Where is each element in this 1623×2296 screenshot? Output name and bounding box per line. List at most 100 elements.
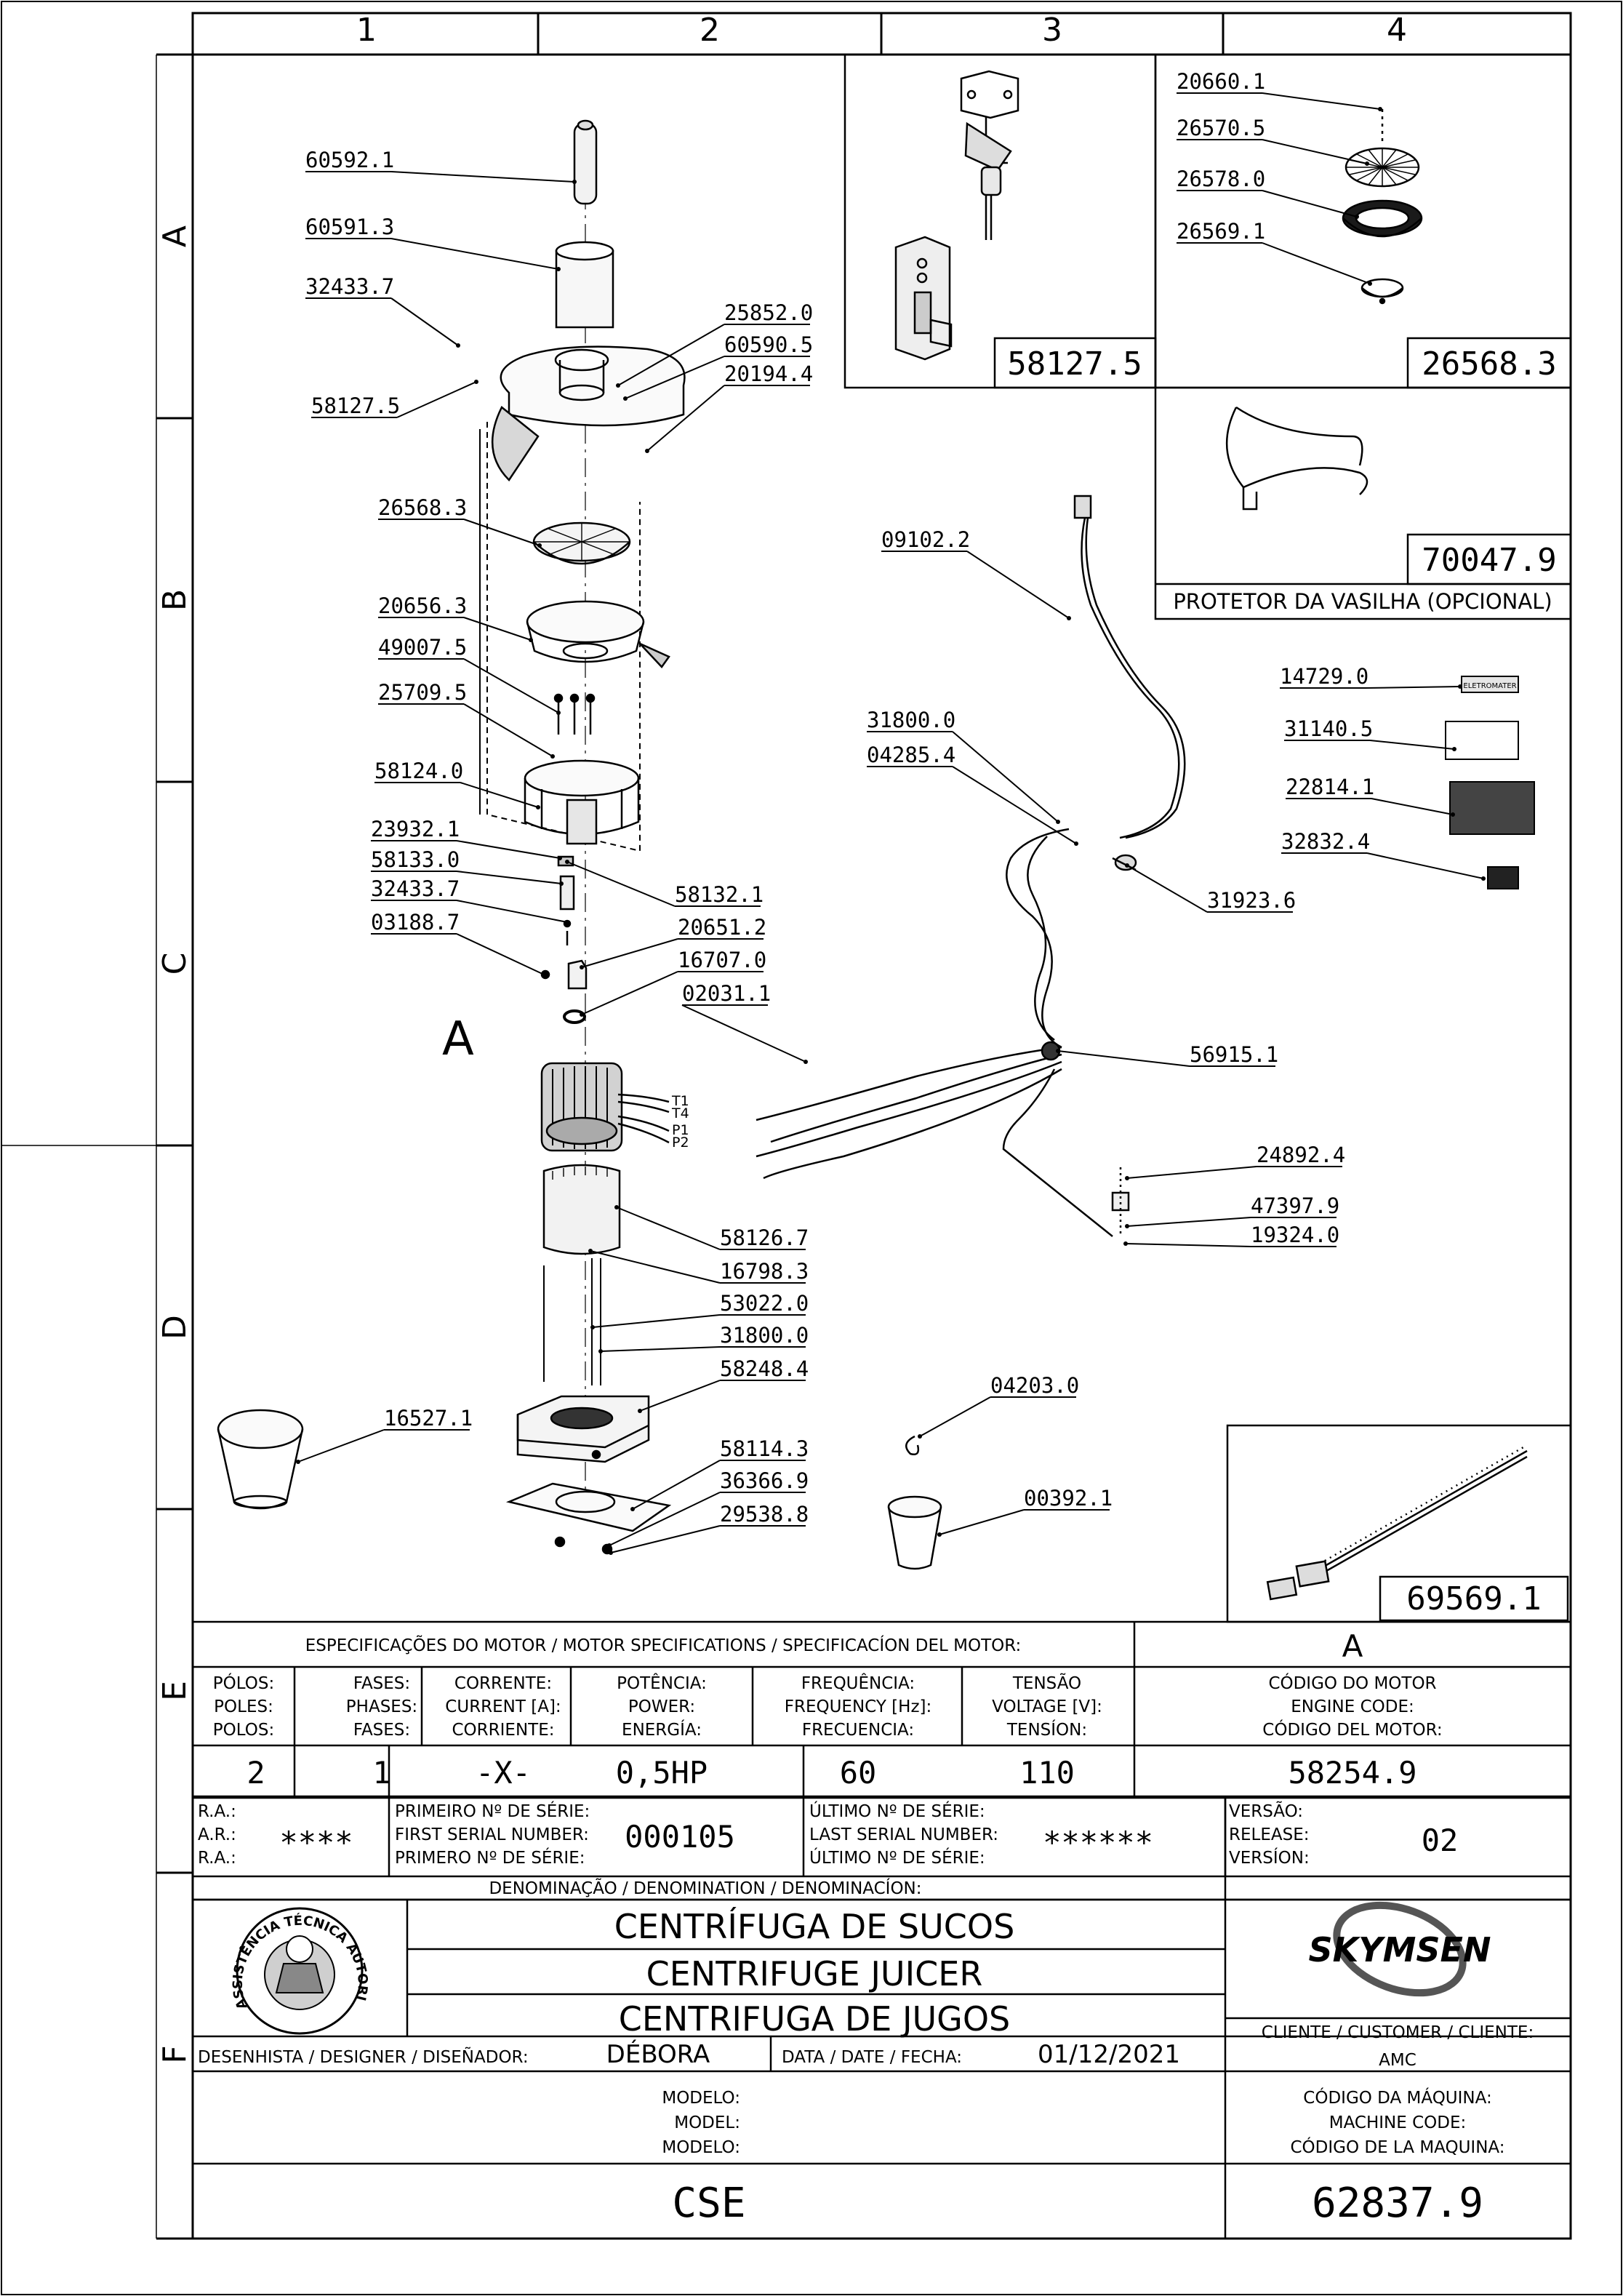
callout-arrowhead (537, 543, 542, 548)
spec-header-voltage-2: VOLTAGE [V]: (992, 1697, 1102, 1716)
spec-header-phases-3: FASES: (353, 1721, 410, 1740)
protector-illustration (1225, 406, 1368, 511)
part-callout-20656-3: 20656.3 (378, 593, 467, 618)
callout-arrowhead (1125, 1224, 1129, 1228)
part-callout-25709-5: 25709.5 (378, 680, 467, 705)
callout-leader (1057, 1050, 1190, 1067)
spec-header-power-3: ENERGÍA: (622, 1719, 702, 1740)
callout-arrowhead (1125, 863, 1129, 868)
machine-code-label-3: CÓDIGO DE LA MAQUINA: (1290, 2137, 1504, 2157)
svg-text:SKYMSEN: SKYMSEN (1309, 1930, 1491, 1969)
callout-arrowhead (542, 972, 546, 977)
callout-arrowhead (623, 396, 628, 401)
callout-leader (617, 324, 725, 386)
grid-row-E: E (156, 1681, 193, 1701)
authorized-service-seal: ASSISTÊNCIA TÉCNICA AUTORIZADA (0, 0, 370, 2035)
spec-header-frequency-2: FREQUENCY [Hz]: (785, 1697, 932, 1716)
callout-arrowhead (1458, 684, 1462, 689)
part-callout-25852-0: 25852.0 (724, 300, 813, 325)
part-callout-60592-1: 60592.1 (305, 148, 394, 172)
grid-row-C: C (156, 953, 193, 975)
callout-leader (1262, 139, 1368, 164)
callout-arrowhead (1355, 215, 1359, 219)
part-callout-32832-4: 32832.4 (1281, 829, 1370, 854)
juicer-exploded-view (217, 119, 942, 1570)
first-serial-value: 000105 (625, 1819, 735, 1855)
callout-arrowhead (559, 881, 564, 886)
callout-arrowhead (556, 711, 561, 715)
callout-arrowhead (1056, 820, 1060, 824)
callout-arrowhead (580, 1012, 584, 1017)
part-callout-03188-7: 03188.7 (371, 910, 460, 935)
wire-label-p2: P2 (672, 1135, 689, 1151)
callout-arrowhead (638, 1409, 642, 1413)
version-label-3: VERSÍON: (1229, 1847, 1310, 1868)
part-callout-58248-4: 58248.4 (720, 1356, 809, 1381)
callout-arrowhead (1123, 1241, 1128, 1246)
part-callout-16527-1: 16527.1 (384, 1406, 473, 1431)
svg-text:ASSISTÊNCIA TÉCNICA AUTORIZADA: ASSISTÊNCIA TÉCNICA AUTORIZADA (0, 0, 370, 2012)
part-callout-29538-8: 29538.8 (720, 1502, 809, 1527)
part-callout-32433-7a: 32433.7 (305, 274, 394, 299)
callout-leader (919, 1396, 991, 1437)
callout-leader (396, 381, 477, 418)
callout-leader (590, 1250, 721, 1284)
grid-col-3: 3 (1042, 12, 1062, 49)
grid-row-A: A (156, 225, 193, 247)
part-callout-58126-7: 58126.7 (720, 1225, 809, 1250)
callout-leader (1365, 686, 1461, 689)
spec-header-voltage-3: TENSÍON: (1006, 1719, 1087, 1740)
callout-leader (463, 658, 559, 713)
model-label-3: MODELO: (662, 2138, 740, 2157)
part-callout-09102-2: 09102.2 (881, 527, 970, 552)
callout-arrowhead (616, 383, 620, 388)
callout-leader (1371, 798, 1454, 815)
spec-header-poles-3: POLOS: (213, 1721, 274, 1740)
spec-header-frequency-1: FREQUÊNCIA: (801, 1673, 915, 1693)
spec-value-engine-code: 58254.9 (1288, 1755, 1416, 1791)
callout-arrowhead (609, 1551, 613, 1555)
last-serial-label-1: ÚLTIMO Nº DE SÉRIE: (809, 1801, 985, 1821)
grid-row-D: D (156, 1315, 193, 1340)
ra-label-2: A.R.: (198, 1825, 236, 1844)
spec-header-current-1: CORRENTE: (454, 1674, 552, 1693)
callout-arrowhead (550, 754, 555, 759)
machine-code-value: 62837.9 (1312, 2180, 1483, 2227)
grid-row-B: B (156, 589, 193, 611)
spec-header-engine-2: ENGINE CODE: (1291, 1697, 1414, 1716)
callout-leader (456, 900, 568, 923)
grid-col-2: 2 (700, 12, 720, 49)
callout-arrowhead (565, 860, 569, 864)
callout-leader (463, 703, 553, 757)
part-callout-49007-5: 49007.5 (378, 635, 467, 660)
callout-arrowhead (1378, 107, 1382, 111)
grid-row-F: F (156, 2045, 193, 2063)
product-name-es: CENTRIFUGA DE JUGOS (619, 1999, 1010, 2039)
callout-arrowhead (590, 1325, 595, 1329)
part-callout-26578-0: 26578.0 (1177, 167, 1265, 191)
part-callout-26570-5: 26570.5 (1177, 116, 1265, 140)
machine-code-label-1: CÓDIGO DA MÁQUINA: (1303, 2087, 1491, 2108)
callout-arrowhead (918, 1434, 922, 1439)
part-callout-16798-3: 16798.3 (720, 1259, 809, 1284)
cable-illustration (1266, 1446, 1528, 1601)
cable-detail-code: 69569.1 (1406, 1580, 1541, 1617)
callout-leader (592, 1314, 721, 1328)
callout-leader (625, 356, 725, 399)
part-callout-23932-1: 23932.1 (371, 817, 460, 841)
part-callout-16707-0: 16707.0 (678, 948, 766, 972)
version-value: 02 (1422, 1823, 1459, 1858)
label-brand: ELETROMATER (1463, 682, 1516, 690)
callout-arrowhead (580, 965, 584, 969)
part-callout-24892-4: 24892.4 (1257, 1143, 1345, 1167)
part-callout-20194-4: 20194.4 (724, 361, 813, 386)
first-serial-label-3: PRIMERO Nº DE SÉRIE: (395, 1847, 585, 1868)
callout-leader (952, 766, 1077, 844)
callout-leader (681, 1004, 806, 1063)
part-callout-04203-0: 04203.0 (990, 1373, 1079, 1398)
callout-arrowhead (804, 1060, 808, 1064)
protector-detail-box (1154, 386, 1572, 620)
part-callout-26569-1: 26569.1 (1177, 219, 1265, 244)
last-serial-value: ****** (1043, 1825, 1153, 1860)
